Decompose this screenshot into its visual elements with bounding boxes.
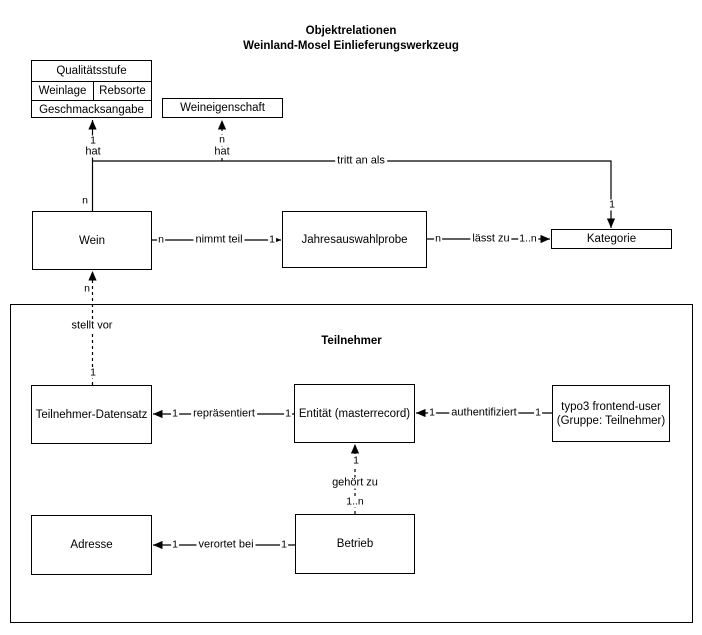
teilnehmer-container-label: Teilnehmer (321, 335, 382, 347)
rel-gehoert-zu-mult-target: 1 (352, 454, 360, 467)
entity-kategorie: Kategorie (551, 229, 672, 249)
entity-weinlage-rebsorte-row: Weinlage Rebsorte (32, 81, 151, 100)
rel-repraesentiert-mult-source: 1 (284, 407, 292, 420)
rel-authentifiziert-mult-source: 1 (534, 406, 542, 419)
rel-gehoert-zu-label: gehört zu (330, 476, 380, 489)
entity-jahresauswahlprobe: Jahresauswahlprobe (282, 211, 427, 268)
rel-tritt-an-als-mult-target: 1 (608, 198, 616, 211)
rel-authentifiziert-label: authentifiziert (449, 406, 519, 419)
entity-weineigenschaft: Weineigenschaft (162, 98, 283, 118)
rel-hat-qualitaet-mult-source: n (81, 194, 89, 207)
rel-hat-eigenschaft-label: hat (212, 145, 232, 158)
rel-gehoert-zu-mult-source: 1..n (345, 495, 365, 508)
rel-hat-qualitaet-label: hat (83, 145, 103, 158)
entity-qualitaetsstufe: Qualitätsstufe (56, 65, 127, 77)
entity-geschmacksangabe: Geschmacksangabe (32, 100, 151, 119)
diagram-title-line2: Weinland-Mosel Einlieferungswerkzeug (243, 40, 459, 52)
entity-weinlage: Weinlage (32, 82, 94, 100)
entity-typo3-frontend-user-line2: (Gruppe: Teilnehmer) (556, 414, 666, 427)
entity-qualitaetsstufe-group: Qualitätsstufe Weinlage Rebsorte Geschma… (31, 60, 152, 118)
rel-verortet-bei-label: verortet bei (196, 538, 256, 551)
entity-teilnehmer-datensatz: Teilnehmer-Datensatz (31, 385, 152, 444)
diagram-title: Objektrelationen Weinland-Mosel Einliefe… (0, 24, 702, 54)
rel-nimmt-teil-mult-source: n (157, 233, 165, 246)
rel-laesst-zu-label: lässt zu (470, 232, 512, 245)
entity-typo3-frontend-user: typo3 frontend-user (Gruppe: Teilnehmer) (552, 385, 670, 442)
rel-repraesentiert-label: repräsentiert (191, 407, 257, 420)
entity-rebsorte: Rebsorte (99, 85, 146, 97)
rel-stellt-vor-label: stellt vor (69, 319, 115, 332)
entity-betrieb: Betrieb (295, 514, 415, 574)
rel-nimmt-teil-label: nimmt teil (193, 233, 245, 246)
entity-typo3-frontend-user-line1: typo3 frontend-user (561, 400, 661, 413)
rel-laesst-zu-mult-target: 1..n (518, 232, 538, 245)
entity-adresse: Adresse (31, 515, 152, 575)
diagram-title-line1: Objektrelationen (305, 25, 397, 37)
rel-stellt-vor-mult-target: n (83, 282, 91, 295)
rel-laesst-zu-mult-source: n (434, 232, 442, 245)
rel-tritt-an-als-label: tritt an als (335, 154, 387, 167)
entity-entitaet-masterrecord: Entität (masterrecord) (294, 384, 415, 443)
rel-hat-eigenschaft-mult-target: n (218, 133, 226, 146)
rel-verortet-bei-mult-target: 1 (171, 538, 179, 551)
entity-wein: Wein (32, 211, 152, 270)
rel-repraesentiert-mult-target: 1 (171, 407, 179, 420)
rel-nimmt-teil-mult-target: 1 (268, 233, 276, 246)
rel-stellt-vor-mult-source: 1 (89, 366, 97, 379)
rel-authentifiziert-mult-target: 1 (428, 406, 436, 419)
rel-verortet-bei-mult-source: 1 (280, 538, 288, 551)
